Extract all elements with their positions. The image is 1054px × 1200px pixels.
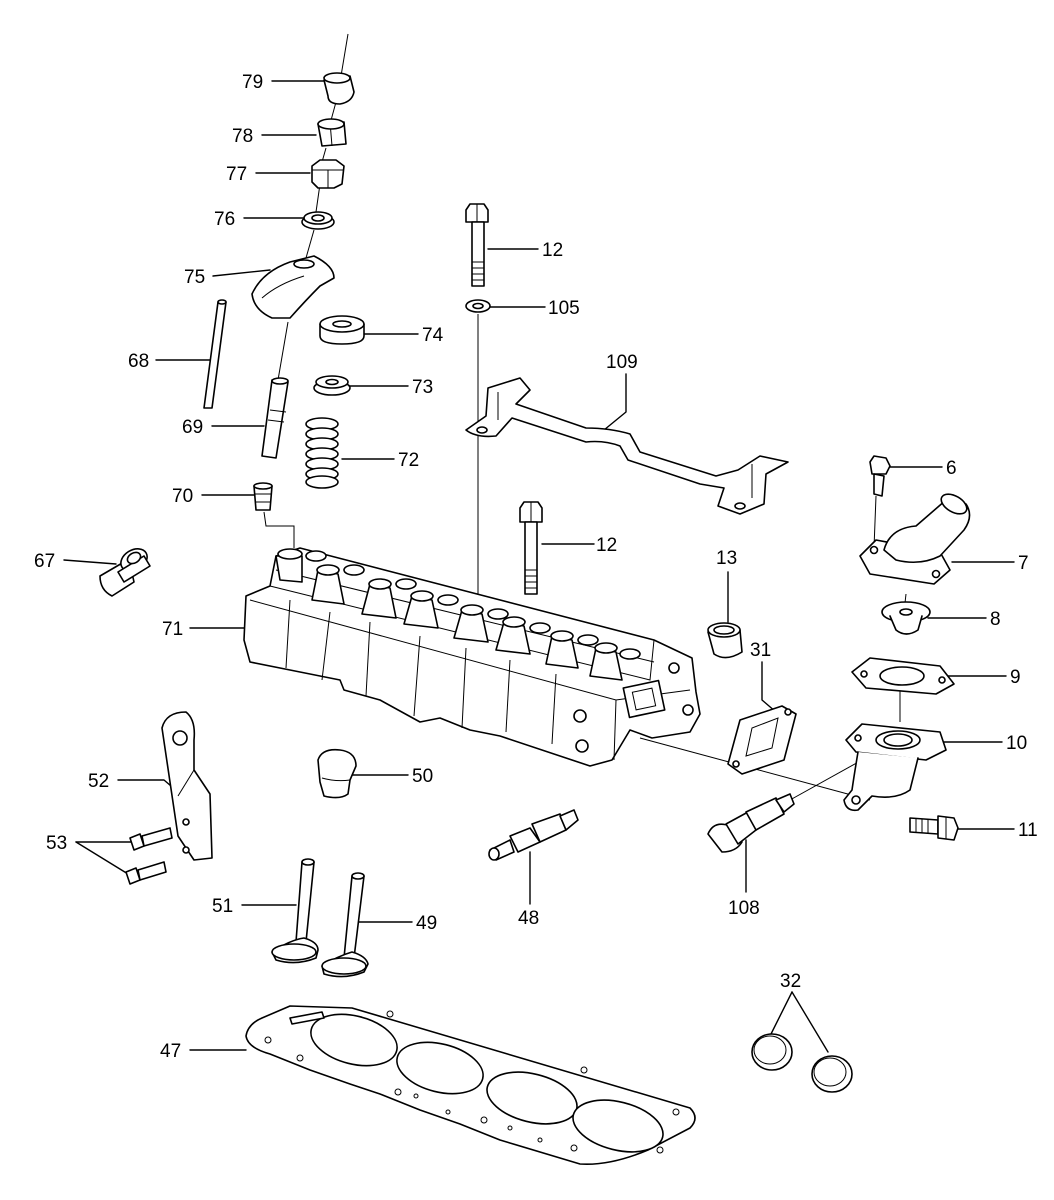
part-8-thermostat: [881, 601, 931, 635]
label-13: 13: [716, 548, 737, 569]
part-50-plug: [317, 748, 357, 799]
label-105: 105: [548, 298, 580, 319]
part-75-rocker-arm: [251, 255, 335, 319]
part-11-bolt: [909, 815, 959, 841]
part-12-bolt-top: [465, 203, 489, 287]
label-32: 32: [780, 971, 801, 992]
label-12-middle: 12: [596, 535, 617, 556]
part-79-cap: [323, 72, 355, 105]
label-9: 9: [1010, 667, 1021, 688]
label-48: 48: [518, 908, 539, 929]
part-73-spring-seat: [313, 375, 351, 396]
part-78-collet: [317, 118, 347, 147]
label-50: 50: [412, 766, 433, 787]
label-12-top: 12: [542, 240, 563, 261]
part-51-valve: [271, 858, 319, 964]
label-74: 74: [422, 325, 444, 346]
label-10: 10: [1006, 733, 1027, 754]
part-77-nut: [311, 159, 345, 189]
part-32-core-plugs: [751, 1033, 853, 1093]
part-70-guide: [253, 482, 273, 511]
part-67-tappet: [99, 548, 151, 597]
part-68-pushrod: [203, 299, 227, 409]
label-53: 53: [46, 833, 67, 854]
label-79: 79: [242, 72, 263, 93]
part-49-valve: [321, 872, 369, 978]
part-71-cylinder-head: [243, 547, 701, 767]
leader-lines: [63, 80, 1015, 1053]
part-31-gasket: [727, 705, 797, 775]
label-72: 72: [398, 450, 419, 471]
part-105-washer: [465, 299, 491, 313]
label-75: 75: [184, 267, 205, 288]
part-12-bolt-middle: [519, 501, 543, 595]
part-47-head-gasket: [245, 1005, 696, 1166]
part-108-sensor: [707, 793, 795, 853]
label-71: 71: [162, 619, 183, 640]
label-108: 108: [728, 898, 760, 919]
label-67: 67: [34, 551, 55, 572]
label-51: 51: [212, 896, 233, 917]
label-8: 8: [990, 609, 1001, 630]
label-68: 68: [128, 351, 149, 372]
label-11: 11: [1018, 820, 1038, 841]
cylinder-head-valve-guides: [275, 548, 641, 681]
part-labels: 79 78 77 76 75 74 73 72 68 69 70 67 71 1…: [34, 72, 1038, 1062]
label-69: 69: [182, 417, 203, 438]
label-78: 78: [232, 126, 253, 147]
label-76: 76: [214, 209, 235, 230]
part-6-bolt: [869, 455, 891, 497]
part-69-stud: [261, 377, 289, 459]
part-9-gasket: [851, 657, 955, 695]
label-70: 70: [172, 486, 193, 507]
label-73: 73: [412, 377, 433, 398]
part-10-elbow: [843, 723, 947, 812]
part-53-bolts: [125, 827, 173, 885]
part-74-bush: [319, 315, 365, 345]
part-109-bracket: [465, 377, 789, 515]
label-47: 47: [160, 1041, 181, 1062]
part-76-washer: [301, 211, 335, 230]
part-48-sensor: [488, 809, 579, 861]
label-31: 31: [750, 640, 771, 661]
part-13-sleeve: [707, 622, 743, 659]
label-109: 109: [606, 352, 638, 373]
label-77: 77: [226, 164, 247, 185]
label-52: 52: [88, 771, 109, 792]
part-72-valve-spring: [305, 417, 339, 489]
label-6: 6: [946, 458, 957, 479]
label-7: 7: [1018, 553, 1029, 574]
part-52-lifting-bracket: [161, 711, 213, 861]
part-7-thermostat-housing: [859, 493, 971, 585]
label-49: 49: [416, 913, 437, 934]
